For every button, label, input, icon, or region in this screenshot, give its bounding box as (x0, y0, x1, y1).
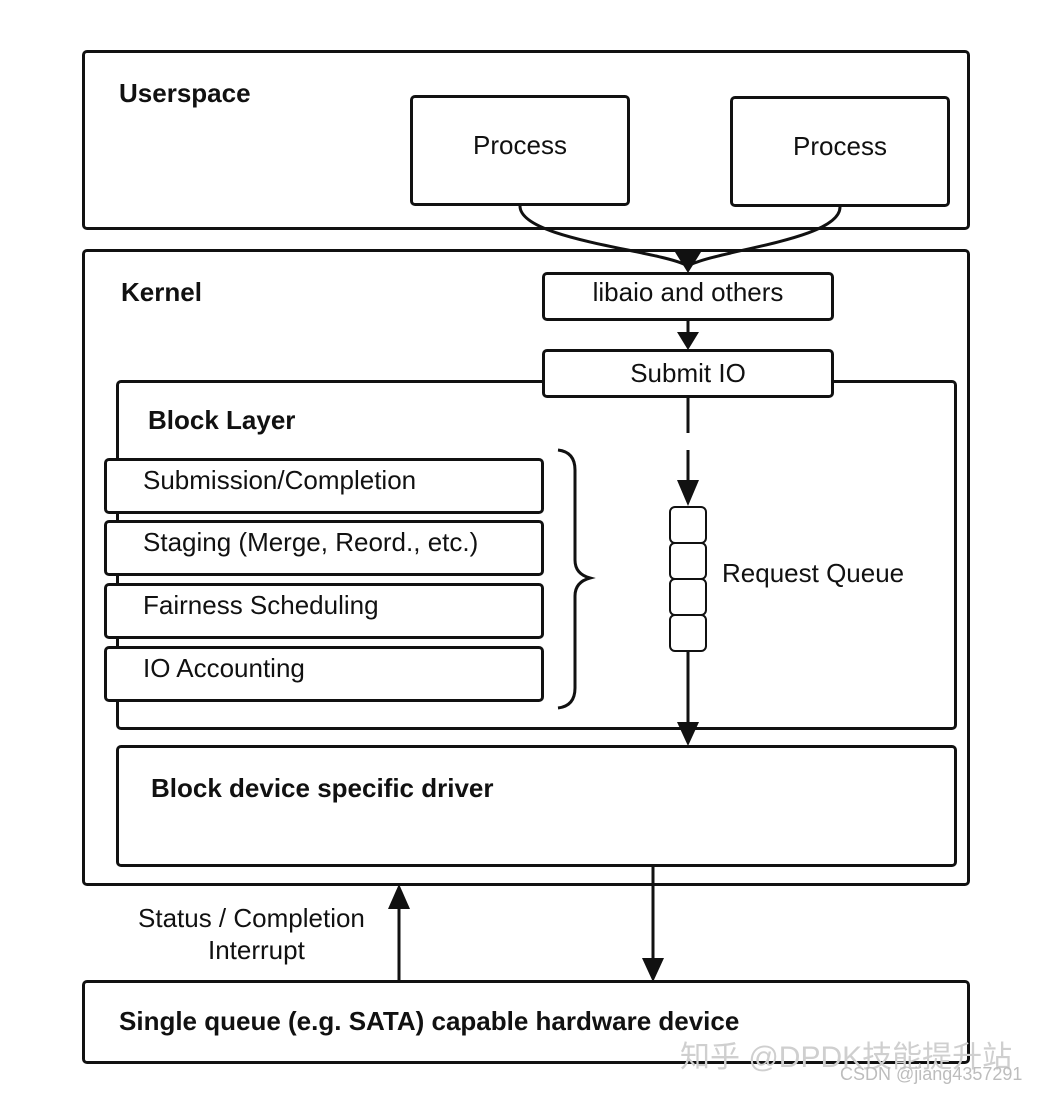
layer-label: Staging (Merge, Reord., etc.) (143, 527, 479, 557)
process-right-label: Process (793, 131, 887, 161)
process-box-left: Process (410, 95, 630, 206)
queue-slot (669, 542, 707, 580)
zhihu-watermark: 知乎 @DPDK技能提升站 (680, 1041, 1013, 1074)
interrupt-label-line2: Interrupt (208, 935, 305, 965)
submit-io-box: Submit IO (542, 349, 834, 398)
hardware-arrowhead (642, 958, 664, 982)
csdn-watermark: CSDN @jiang4357291 (840, 1064, 1023, 1084)
interrupt-arrowhead (388, 884, 410, 909)
layer-io-accounting: IO Accounting (104, 646, 544, 702)
layer-fairness-scheduling: Fairness Scheduling (104, 583, 544, 639)
block-layer-title: Block Layer (148, 405, 296, 435)
process-box-right: Process (730, 96, 950, 207)
layer-label: Fairness Scheduling (143, 590, 379, 620)
layer-submission-completion: Submission/Completion (104, 458, 544, 514)
interrupt-label-line1: Status / Completion (138, 903, 365, 933)
layer-staging: Staging (Merge, Reord., etc.) (104, 520, 544, 576)
layer-label: Submission/Completion (143, 465, 417, 495)
hardware-device-box (82, 980, 970, 1064)
libaio-label: libaio and others (592, 277, 784, 307)
queue-slot (669, 614, 707, 652)
hardware-title: Single queue (e.g. SATA) capable hardwar… (119, 1006, 740, 1036)
block-device-driver-box (116, 745, 957, 867)
submit-io-label: Submit IO (630, 358, 746, 388)
driver-title: Block device specific driver (151, 773, 494, 803)
libaio-box: libaio and others (542, 272, 834, 321)
queue-slot (669, 578, 707, 616)
process-left-label: Process (473, 130, 567, 160)
userspace-title: Userspace (119, 78, 251, 108)
queue-slot (669, 506, 707, 544)
request-queue-label: Request Queue (722, 558, 905, 588)
kernel-title: Kernel (121, 277, 202, 307)
layer-label: IO Accounting (143, 653, 305, 683)
